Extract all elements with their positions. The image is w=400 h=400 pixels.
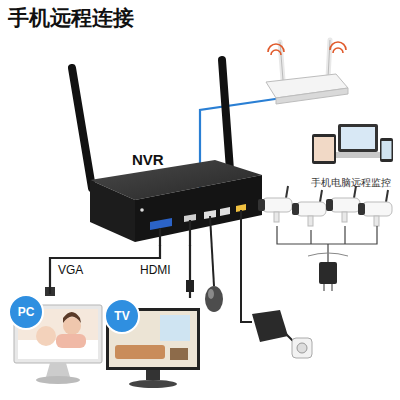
remote-monitor-group: 手机电脑远程监控 bbox=[306, 110, 396, 190]
device-badge: TV bbox=[104, 298, 140, 334]
pc-monitor-box: PC bbox=[8, 294, 104, 386]
wifi-camera bbox=[258, 186, 392, 226]
node-label: NVR bbox=[132, 151, 164, 168]
wifi-router bbox=[266, 40, 348, 104]
mouse bbox=[205, 286, 223, 312]
cable-label: HDMI bbox=[138, 263, 173, 277]
device-badge: PC bbox=[8, 294, 44, 330]
tv-box: TV bbox=[104, 298, 202, 388]
remote-devices bbox=[312, 124, 393, 164]
cable-label: VGA bbox=[56, 263, 85, 277]
page-title: 手机远程连接 bbox=[8, 4, 134, 32]
recorder-box: NVR bbox=[90, 150, 262, 245]
node-label: 手机电脑远程监控 bbox=[311, 176, 391, 190]
nvr-recorder bbox=[90, 160, 262, 242]
video-cable bbox=[189, 245, 191, 298]
tv-set bbox=[106, 280, 200, 388]
power-supply bbox=[252, 310, 312, 358]
camera-adapter bbox=[277, 226, 377, 291]
